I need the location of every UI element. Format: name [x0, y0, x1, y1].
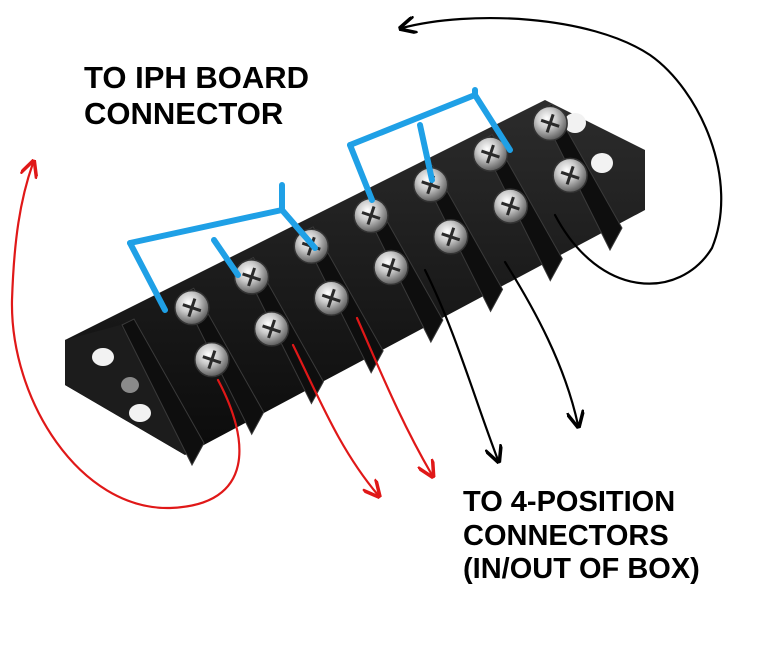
lower-screw: [253, 311, 290, 347]
mounting-hole: [591, 153, 613, 173]
lower-red-arrows: [10, 163, 432, 510]
iph-board-label-line: TO IPH BOARD: [84, 60, 310, 95]
four-position-label-line: CONNECTORS: [463, 519, 669, 552]
upper-screw: [174, 289, 210, 326]
lower-screw: [552, 157, 588, 194]
lower-screw: [432, 219, 469, 255]
mounting-hole: [121, 377, 139, 393]
lower-screw: [194, 341, 230, 378]
mounting-hole: [564, 113, 586, 133]
mounting-hole: [92, 348, 114, 366]
upper-screw: [353, 197, 389, 234]
iph-board-label: TO IPH BOARD CONNECTOR: [84, 60, 309, 132]
board-connector-wires: [127, 87, 513, 313]
lower-black-arrows: [402, 18, 723, 460]
separator-wall: [121, 318, 205, 467]
four-position-label-line: TO 4-POSITION: [463, 486, 676, 518]
lower-screw: [373, 249, 409, 286]
upper-screw: [532, 105, 568, 142]
upper-screw: [472, 136, 509, 172]
terminal-strip: [65, 100, 645, 467]
lower-screw: [313, 280, 350, 316]
iph-board-label-line: CONNECTOR: [84, 95, 284, 131]
mounting-hole: [129, 404, 151, 422]
four-position-label: TO 4-POSITION CONNECTORS (IN/OUT OF BOX): [463, 486, 700, 587]
lower-screw: [492, 188, 529, 224]
four-position-label-line: (IN/OUT OF BOX): [463, 553, 700, 586]
upper-screw: [233, 259, 270, 295]
